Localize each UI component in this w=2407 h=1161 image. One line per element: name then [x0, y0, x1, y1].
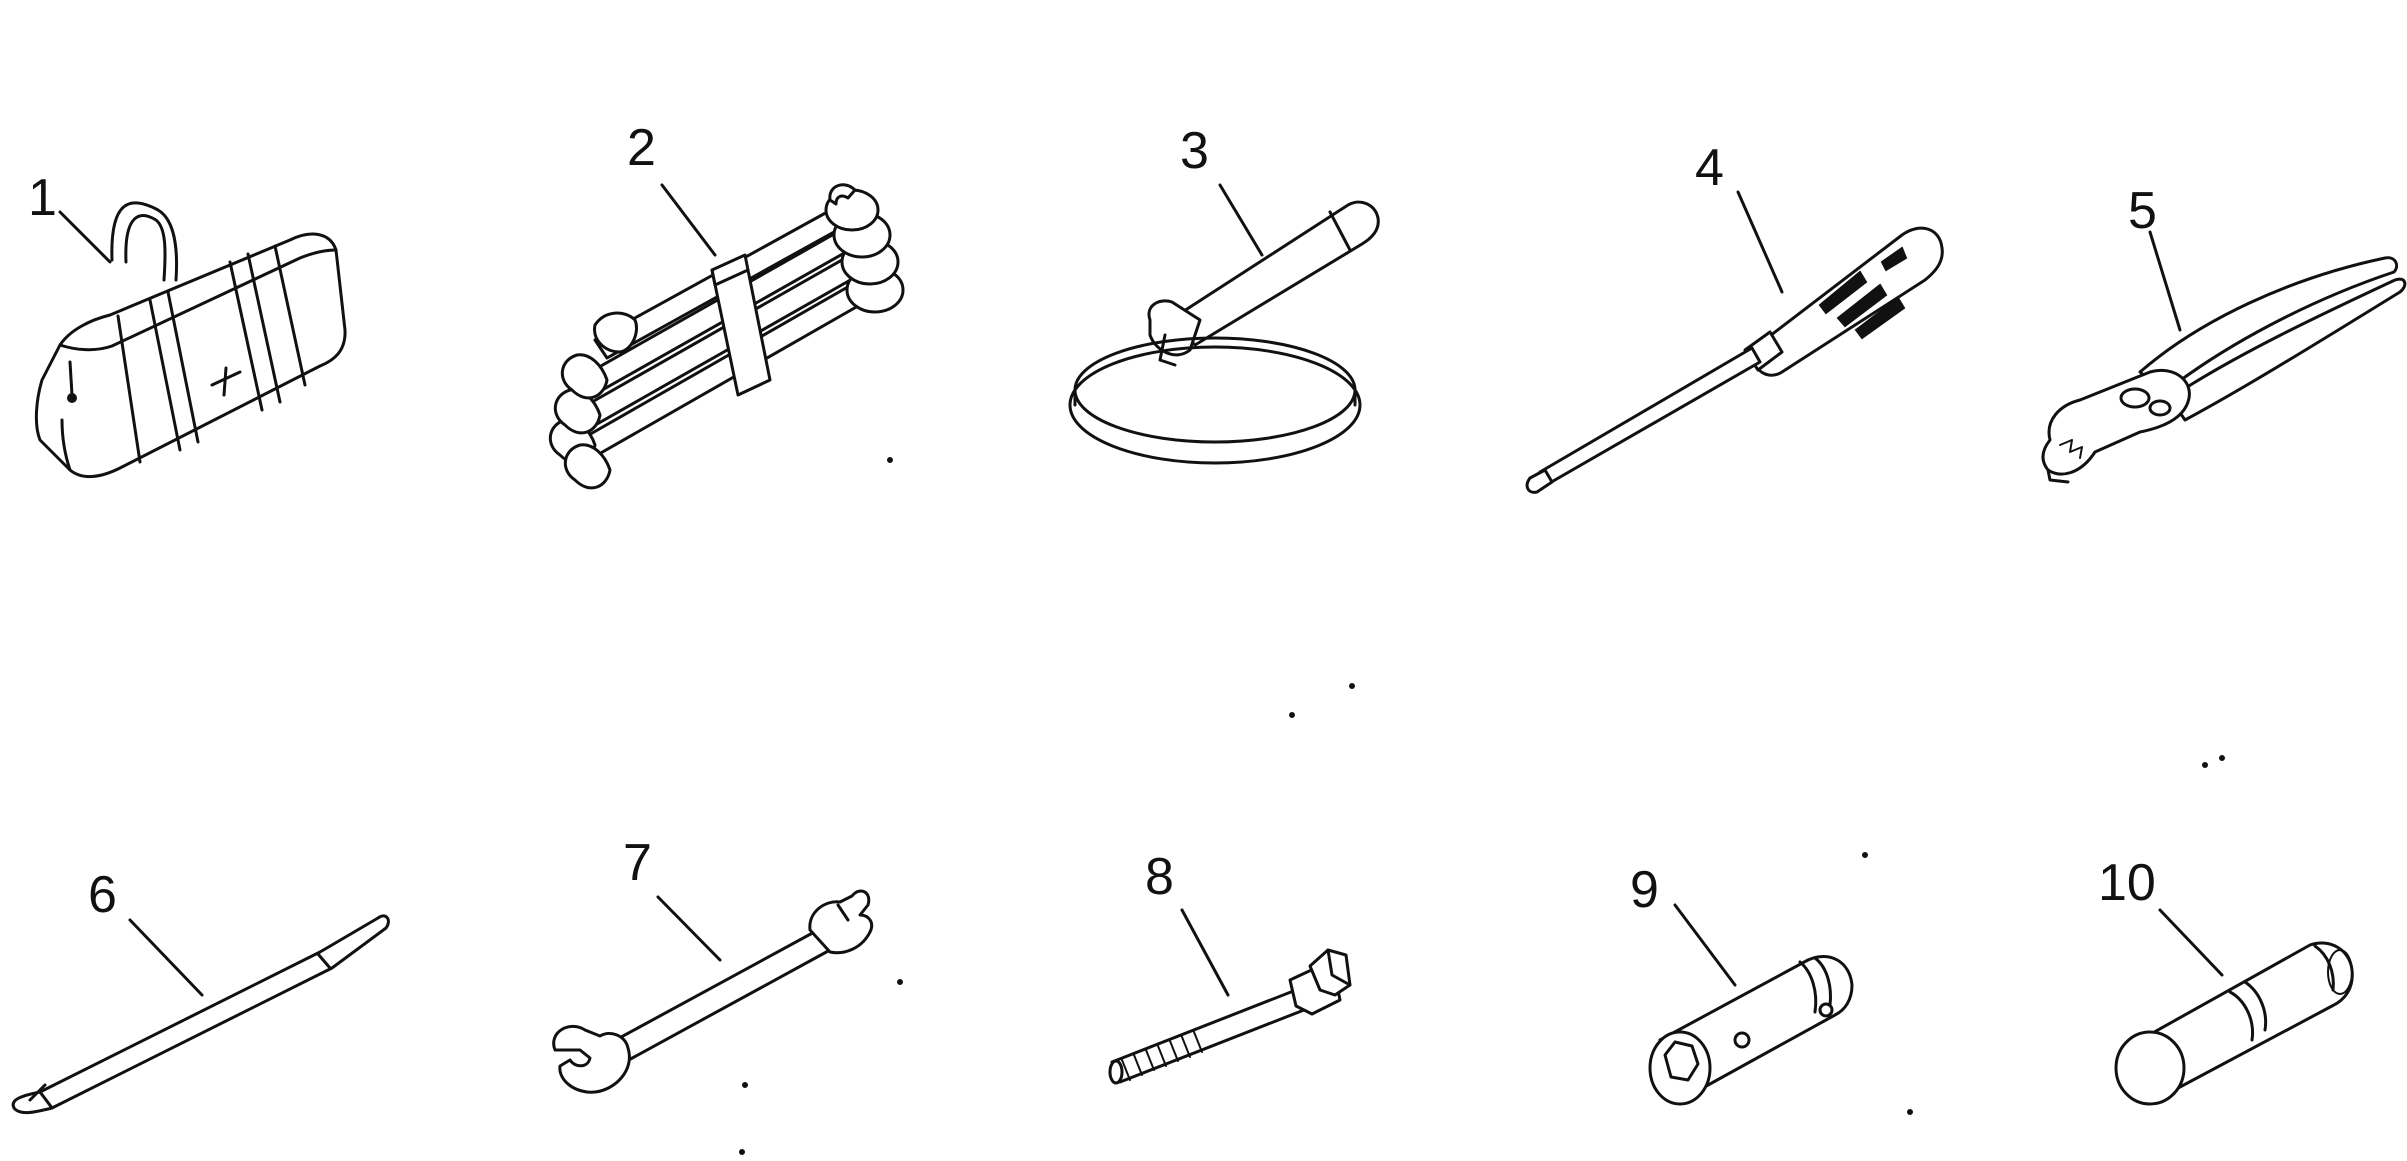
tool-item-10: 10: [2098, 854, 2354, 1106]
open-end-wrench-icon: [552, 889, 874, 1094]
callout-3: 3: [1180, 122, 1209, 180]
callout-8: 8: [1145, 848, 1174, 906]
callout-7: 7: [623, 834, 652, 892]
tool-item-4: 4: [1525, 139, 1944, 494]
pry-bar-icon: [11, 914, 390, 1115]
tool-item-5: 5: [2041, 182, 2407, 484]
bolt-icon: [1108, 948, 1352, 1085]
tool-item-8: 8: [1108, 848, 1352, 1085]
tool-item-1: 1: [28, 169, 347, 478]
tool-item-3: 3: [1068, 122, 1380, 465]
tool-item-6: 6: [11, 866, 390, 1115]
filter-wrench-icon: [1068, 200, 1380, 465]
screwdriver-icon: [1525, 226, 1944, 494]
scan-specks: [739, 457, 2225, 1155]
callout-4: 4: [1695, 139, 1724, 197]
callout-1: 1: [28, 169, 57, 227]
callout-5: 5: [2128, 182, 2157, 240]
tool-item-9: 9: [1630, 861, 1854, 1106]
wrench-set-icon: [549, 183, 905, 490]
tool-bag-icon: [34, 201, 347, 478]
callout-2: 2: [627, 119, 656, 177]
callout-10: 10: [2098, 854, 2156, 912]
tool-item-7: 7: [552, 834, 874, 1094]
callout-6: 6: [88, 866, 117, 924]
pliers-icon: [2041, 256, 2407, 484]
socket-icon: [2114, 941, 2354, 1106]
callout-9: 9: [1630, 861, 1659, 919]
socket-wrench-icon: [1648, 954, 1854, 1106]
tool-item-2: 2: [549, 119, 905, 490]
